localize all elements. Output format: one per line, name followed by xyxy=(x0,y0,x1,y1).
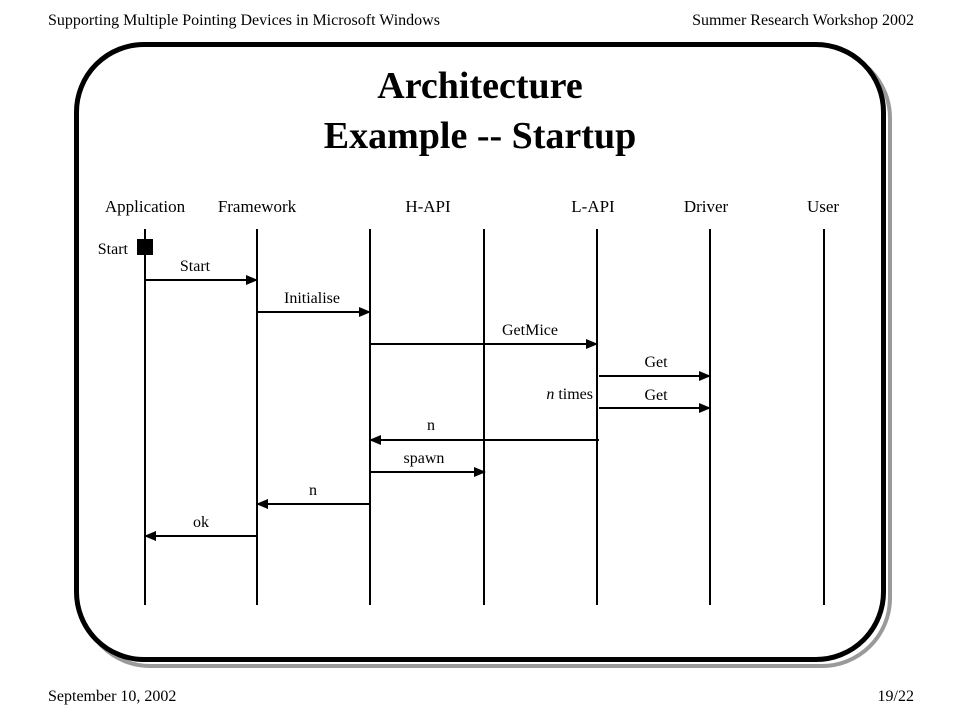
message-label-get-2: Get xyxy=(644,387,668,404)
start-box xyxy=(137,239,153,255)
footer-date: September 10, 2002 xyxy=(48,688,177,705)
slide-frame xyxy=(74,42,886,662)
message-label-spawn: spawn xyxy=(404,450,445,467)
slide-title-line-2: Example -- Startup xyxy=(323,115,637,157)
header-right: Summer Research Workshop 2002 xyxy=(692,12,914,29)
message-label-getmice: GetMice xyxy=(502,322,558,339)
header-left: Supporting Multiple Pointing Devices in … xyxy=(48,12,440,29)
message-label-n-1: n xyxy=(427,417,435,434)
lane-label-application: Application xyxy=(104,197,186,216)
message-label-get-1: Get xyxy=(644,354,668,371)
loop-note-rest: times xyxy=(554,386,593,403)
message-label-start: Start xyxy=(180,258,211,275)
lane-label-l-api: L-API xyxy=(571,197,615,216)
start-box-label: Start xyxy=(98,241,129,258)
message-label-initialise: Initialise xyxy=(284,290,340,307)
message-label-n-2: n xyxy=(309,482,317,499)
slide-title-line-1: Architecture xyxy=(377,65,583,107)
loop-note-var: n xyxy=(546,386,554,403)
message-label-ok: ok xyxy=(193,514,209,531)
loop-note: n times xyxy=(546,386,593,403)
lane-label-framework: Framework xyxy=(217,197,297,216)
lane-label-h-api: H-API xyxy=(405,197,451,216)
footer-page-number: 19/22 xyxy=(877,688,914,705)
lane-label-user: User xyxy=(806,197,840,216)
lane-label-driver: Driver xyxy=(683,197,729,216)
